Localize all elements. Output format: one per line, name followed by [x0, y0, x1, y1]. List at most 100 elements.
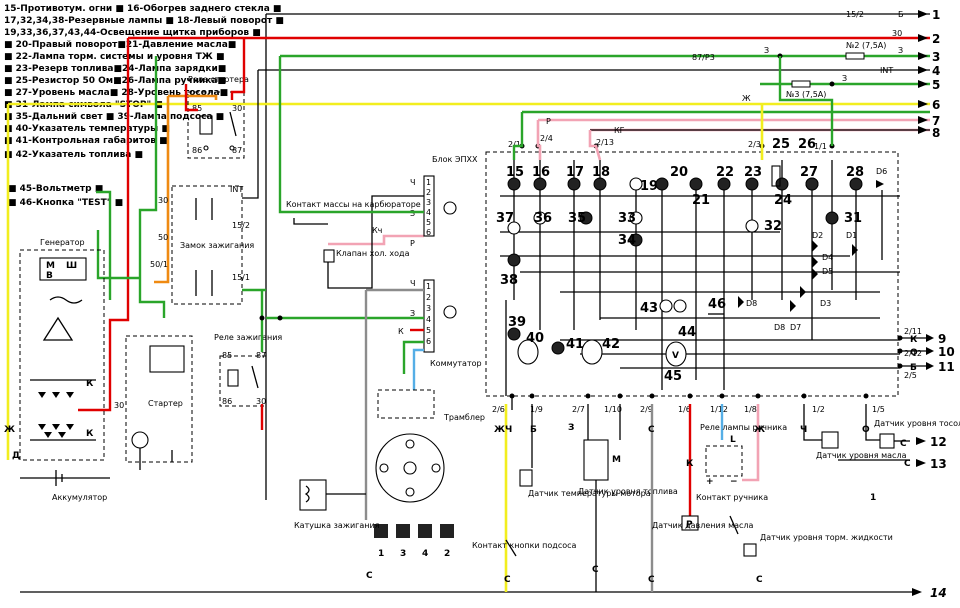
diode-label: D5	[822, 267, 833, 276]
wire-label: С	[756, 575, 763, 585]
component-label: Датчик давления масла	[652, 521, 754, 530]
pin-label: Ш	[66, 261, 77, 271]
legend-line: ■ 41-Контрольная габаритов ■	[4, 135, 168, 146]
bus-label: З	[764, 46, 769, 55]
wire-label: К	[686, 459, 694, 469]
component-label: Контакт кнопки подсоса	[472, 541, 577, 550]
pin-label: 2/9	[640, 405, 653, 414]
lamp-label: 27	[800, 165, 818, 180]
pin-label: 2	[426, 188, 431, 197]
legend-line: ■ 20-Правый поворот■21-Давление масла■	[4, 40, 236, 50]
wire-label: С	[366, 571, 373, 581]
pin-label: 30	[114, 401, 124, 410]
legend-line: ■ 27-Уровень масла■ 28-Уровень тосола■	[4, 88, 228, 98]
relay-starter: Реле стартера 85 30 86 87	[187, 75, 249, 159]
legend-line: ■ 42-Указатель топлива ■	[4, 150, 143, 160]
lamp-38	[507, 253, 521, 267]
starter: Стартер 30	[114, 335, 193, 470]
component-label: Контакт ручника	[696, 493, 768, 502]
component-label: Реле стартера	[188, 75, 249, 84]
pin-label: 2/5	[904, 371, 917, 380]
component-label: Аккумулятор	[52, 493, 107, 502]
pin-label: 30	[256, 397, 266, 406]
terminal-10: 10	[938, 345, 955, 359]
lamp-39	[507, 327, 521, 341]
legend-line: 15-Противотум. огни ■ 16-Обогрев заднего…	[4, 3, 281, 14]
lamp-label: 36	[534, 211, 552, 226]
lamp-label: 26	[798, 137, 816, 152]
cluster-wiring	[500, 160, 900, 410]
pin-label: 2/6	[492, 405, 505, 414]
bus-label: З	[898, 46, 903, 55]
lamp-32	[745, 219, 759, 233]
resistor-25	[771, 165, 781, 187]
terminal-8: 8	[932, 126, 940, 140]
bus-label: З	[842, 74, 847, 83]
wire-label: Р	[410, 239, 415, 248]
bus-label: КГ	[614, 126, 625, 135]
pin-label: 2	[426, 293, 431, 302]
diode-label: D8	[746, 299, 757, 308]
wire-label: ЖЧ	[494, 425, 512, 435]
lamp-28	[849, 177, 863, 191]
pin-label: Д	[12, 451, 20, 461]
lamp-43b	[673, 299, 687, 313]
component-label: Датчик уровня торм. жидкости	[760, 533, 893, 542]
lamp-34	[629, 233, 643, 247]
lamp-label: 32	[764, 219, 782, 234]
pin-label: 6	[426, 337, 431, 346]
pin-label: 1/5	[872, 405, 885, 414]
lamp-label: 44	[678, 325, 696, 340]
terminal-13: 13	[930, 457, 947, 471]
bus-label: Б	[898, 10, 904, 19]
wire-label: О	[910, 348, 918, 358]
pin-label: 4	[426, 208, 431, 217]
pin-label: В	[46, 271, 53, 281]
component-label: Коммутатор	[430, 359, 482, 368]
wire-label: К	[910, 335, 918, 345]
wire-label: Б	[530, 425, 537, 435]
pin-label: 2/1	[508, 140, 521, 149]
pin-label: 1/2	[812, 405, 825, 414]
wire-label: З	[410, 309, 415, 318]
pin-label: 86	[192, 146, 202, 155]
component-label: Датчик уровня масла	[816, 451, 907, 460]
lamp-19	[629, 177, 643, 191]
wire-label: Б	[910, 363, 917, 373]
pin-label: 15/1	[232, 273, 250, 282]
legend-line: ■ 40-Указатель температуры ■	[4, 124, 170, 134]
pin-label: 30	[158, 196, 168, 205]
bus-label: 15/2	[846, 10, 864, 19]
gauge-symbol: V	[672, 351, 679, 361]
legend-line: ■ 25-Резистор 50 Ом■26-Лампа ручника■	[4, 76, 226, 86]
terminal-7: 7	[932, 114, 940, 128]
diode-label: D6	[876, 167, 887, 176]
component-label: Стартер	[148, 399, 183, 408]
lamp-label: 19	[640, 179, 658, 194]
pin-label: 85	[222, 351, 232, 360]
lamp-label: 24	[774, 193, 792, 208]
pin-label: L	[730, 435, 736, 445]
lamp-label: 16	[532, 165, 550, 180]
page-marker: 1	[870, 493, 876, 503]
terminal-4: 4	[932, 64, 940, 78]
legend-line: 17,32,34,38-Резервные лампы ■ 18-Левый п…	[4, 16, 284, 26]
component-label: Датчик уровня топлива	[578, 487, 678, 496]
battery: Аккумулятор	[20, 470, 110, 502]
component-label: Контакт массы на карбюраторе	[286, 200, 421, 209]
wire-label: Ч	[410, 279, 415, 288]
pin-label: 2/3	[748, 140, 761, 149]
diode-label: D8	[774, 323, 785, 332]
lamp-37	[507, 221, 521, 235]
pin-label: 1/8	[744, 405, 757, 414]
legend-line: ■ 35-Дальний свет ■ 39-Лампа подсоса ■	[4, 112, 224, 122]
bus-label: Р	[546, 117, 551, 126]
lamp-label: 22	[716, 165, 734, 180]
legend-line: ■ 23-Резерв топлива■24-Лампа зарядки■	[4, 64, 226, 74]
terminal-1: 1	[932, 8, 940, 22]
cylinder-label: 4	[422, 549, 428, 559]
instrument-cluster: 2/1 2/4 2/13 2/3 1/1 2/11 2/12 2/5 2/6 1…	[259, 53, 926, 414]
fuse-2	[845, 52, 865, 60]
lamp-label: 34	[618, 233, 636, 248]
component-label: Реле лампы ручника	[700, 423, 787, 432]
